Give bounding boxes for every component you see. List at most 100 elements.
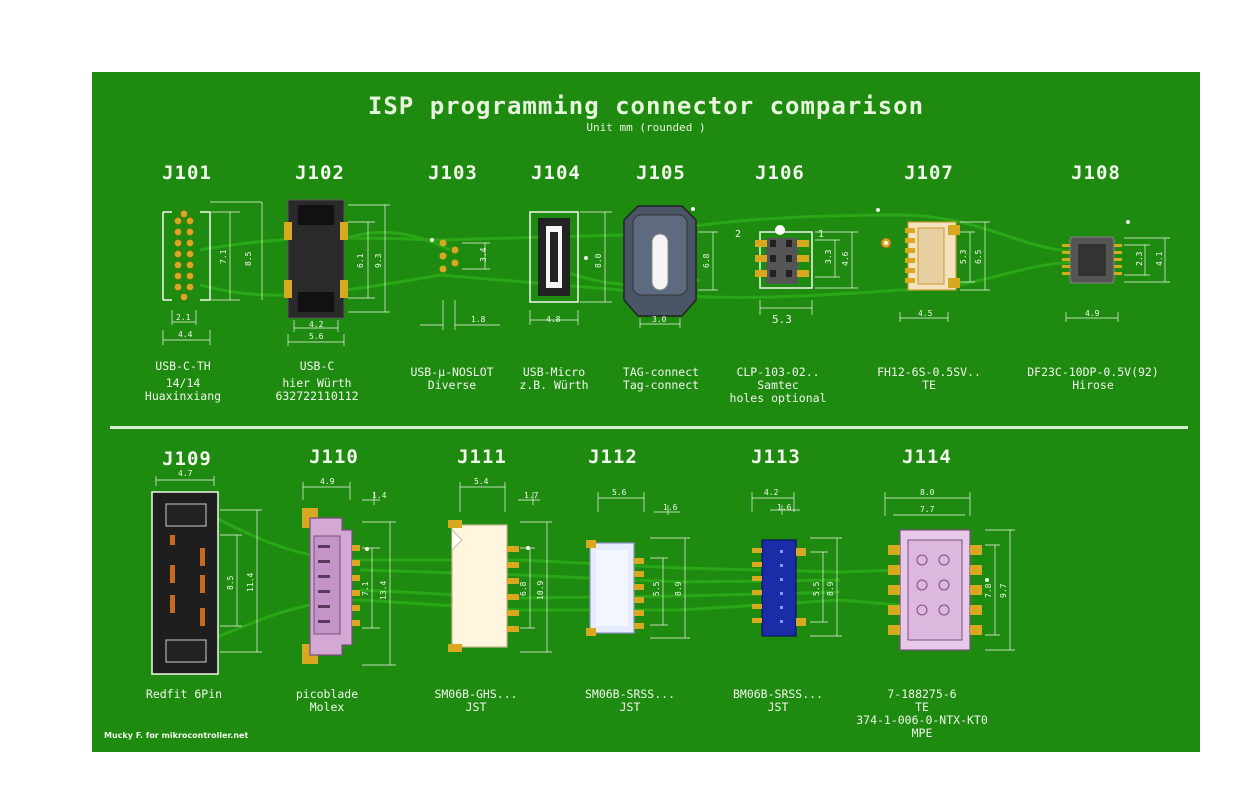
svg-text:1.7: 1.7 bbox=[524, 491, 539, 500]
j107-footprint bbox=[876, 208, 990, 322]
svg-text:8.0: 8.0 bbox=[594, 253, 603, 268]
ref-j104: J104 bbox=[531, 162, 581, 184]
svg-text:4.9: 4.9 bbox=[320, 477, 335, 486]
credit-text: Mucky F. for mikrocontroller.net bbox=[104, 731, 249, 740]
j103-footprint bbox=[420, 238, 500, 330]
j106-footprint bbox=[755, 225, 858, 315]
label-j105-line1: TAG-connect bbox=[622, 365, 700, 379]
label-j107-line1: FH12-6S-0.5SV.. bbox=[877, 365, 981, 379]
label-j106-line2: Samtec bbox=[757, 378, 799, 392]
label-j112-line1: SM06B-SRSS... bbox=[584, 687, 675, 701]
svg-text:5.3: 5.3 bbox=[959, 249, 968, 264]
svg-text:2.1: 2.1 bbox=[176, 313, 191, 322]
svg-text:5.5: 5.5 bbox=[652, 581, 661, 596]
j109-footprint bbox=[151, 476, 262, 675]
svg-text:4.6: 4.6 bbox=[841, 251, 850, 266]
svg-text:3.3: 3.3 bbox=[824, 249, 833, 264]
svg-text:1.6: 1.6 bbox=[663, 503, 678, 512]
label-j109-line1: Redfit 6Pin bbox=[145, 687, 223, 701]
label-j113-line1: BM06B-SRSS... bbox=[732, 687, 823, 701]
svg-text:13.4: 13.4 bbox=[379, 581, 388, 600]
label-j110-line1: picoblade bbox=[295, 687, 359, 701]
ref-j109: J109 bbox=[162, 448, 212, 470]
svg-text:9.3: 9.3 bbox=[374, 253, 383, 268]
label-j107: FH12-6S-0.5SV.. TE bbox=[844, 366, 1014, 392]
svg-text:2.3: 2.3 bbox=[1135, 251, 1144, 266]
label-j114-line4: MPE bbox=[911, 726, 933, 740]
label-j102-line3: 632722110112 bbox=[275, 389, 359, 403]
ref-j113: J113 bbox=[751, 446, 801, 468]
label-j106: CLP-103-02.. Samtec holes optional bbox=[693, 366, 863, 405]
label-j108-line2: Hirose bbox=[1072, 378, 1114, 392]
label-j106-line3: holes optional bbox=[729, 391, 827, 405]
svg-text:7.8: 7.8 bbox=[984, 583, 993, 598]
ref-j114: J114 bbox=[902, 446, 952, 468]
svg-text:1.8: 1.8 bbox=[471, 315, 486, 324]
label-j108: DF23C-10DP-0.5V(92) Hirose bbox=[1008, 366, 1178, 392]
label-j114-line2: TE bbox=[915, 700, 929, 714]
svg-text:1.6: 1.6 bbox=[777, 503, 792, 512]
label-j110-line2: Molex bbox=[309, 700, 345, 714]
label-j111: SM06B-GHS... JST bbox=[391, 688, 561, 714]
ref-j111: J111 bbox=[457, 446, 507, 468]
label-j114-line1: 7-188275-6 bbox=[887, 687, 957, 701]
board-subtitle: Unit mm (rounded ) bbox=[586, 121, 706, 134]
label-j112-line2: JST bbox=[619, 700, 641, 714]
j111-footprint bbox=[448, 482, 552, 653]
label-j105: TAG-connect Tag-connect bbox=[576, 366, 746, 392]
j104-footprint bbox=[529, 211, 612, 325]
j113-footprint bbox=[751, 492, 842, 637]
svg-text:4.2: 4.2 bbox=[764, 488, 779, 497]
svg-text:7.1: 7.1 bbox=[361, 581, 370, 596]
ref-j106: J106 bbox=[755, 162, 805, 184]
label-j107-line2: TE bbox=[922, 378, 936, 392]
svg-text:6.1: 6.1 bbox=[356, 253, 365, 268]
section-divider bbox=[110, 426, 1188, 429]
board-title: ISP programming connector comparison bbox=[367, 92, 925, 120]
label-j108-line1: DF23C-10DP-0.5V(92) bbox=[1027, 365, 1159, 379]
svg-text:5.6: 5.6 bbox=[612, 488, 627, 497]
ref-j103: J103 bbox=[428, 162, 478, 184]
j112-footprint bbox=[586, 492, 690, 639]
ref-j107: J107 bbox=[904, 162, 954, 184]
label-j101-line2: 14/14 bbox=[165, 376, 201, 390]
label-j103: USB-µ-NOSLOT Diverse bbox=[367, 366, 537, 392]
svg-text:8.5: 8.5 bbox=[226, 575, 235, 590]
svg-text:4.5: 4.5 bbox=[918, 309, 933, 318]
svg-text:11.4: 11.4 bbox=[246, 573, 255, 592]
j102-footprint bbox=[284, 199, 390, 346]
svg-text:4.1: 4.1 bbox=[1155, 251, 1164, 266]
label-j109: Redfit 6Pin bbox=[99, 688, 269, 701]
label-j111-line2: JST bbox=[465, 700, 487, 714]
svg-text:8.0: 8.0 bbox=[920, 488, 935, 497]
j114-footprint bbox=[884, 492, 1015, 651]
svg-text:6.8: 6.8 bbox=[702, 253, 711, 268]
label-j110: picoblade Molex bbox=[242, 688, 412, 714]
svg-text:8.9: 8.9 bbox=[674, 581, 683, 596]
svg-text:5.6: 5.6 bbox=[309, 332, 324, 341]
label-j113-line2: JST bbox=[767, 700, 789, 714]
ref-j112: J112 bbox=[588, 446, 638, 468]
label-j101-line3: Huaxinxiang bbox=[144, 389, 222, 403]
svg-text:9.7: 9.7 bbox=[999, 583, 1008, 598]
label-j104: USB-Micro z.B. Würth bbox=[469, 366, 639, 392]
pcb-board bbox=[92, 72, 1200, 752]
svg-text:5.3: 5.3 bbox=[772, 313, 792, 326]
svg-text:5.5: 5.5 bbox=[812, 581, 821, 596]
label-j101: USB-C-TH 14/14 Huaxinxiang bbox=[98, 360, 268, 403]
ref-j102: J102 bbox=[295, 162, 345, 184]
j108-footprint bbox=[1062, 220, 1170, 322]
j101-footprint bbox=[162, 201, 263, 345]
label-j103-line2: Diverse bbox=[427, 378, 477, 392]
svg-text:5.4: 5.4 bbox=[474, 477, 489, 486]
j110-footprint bbox=[302, 482, 396, 666]
svg-text:8.5: 8.5 bbox=[244, 251, 253, 266]
svg-text:7.7: 7.7 bbox=[920, 505, 935, 514]
svg-text:6.8: 6.8 bbox=[519, 581, 528, 596]
j105-footprint bbox=[623, 205, 718, 328]
label-j102: USB-C hier Würth 632722110112 bbox=[232, 360, 402, 403]
label-j102-line1: USB-C bbox=[299, 359, 335, 373]
svg-text:10.9: 10.9 bbox=[536, 581, 545, 600]
label-j104-line2: z.B. Würth bbox=[519, 378, 589, 392]
